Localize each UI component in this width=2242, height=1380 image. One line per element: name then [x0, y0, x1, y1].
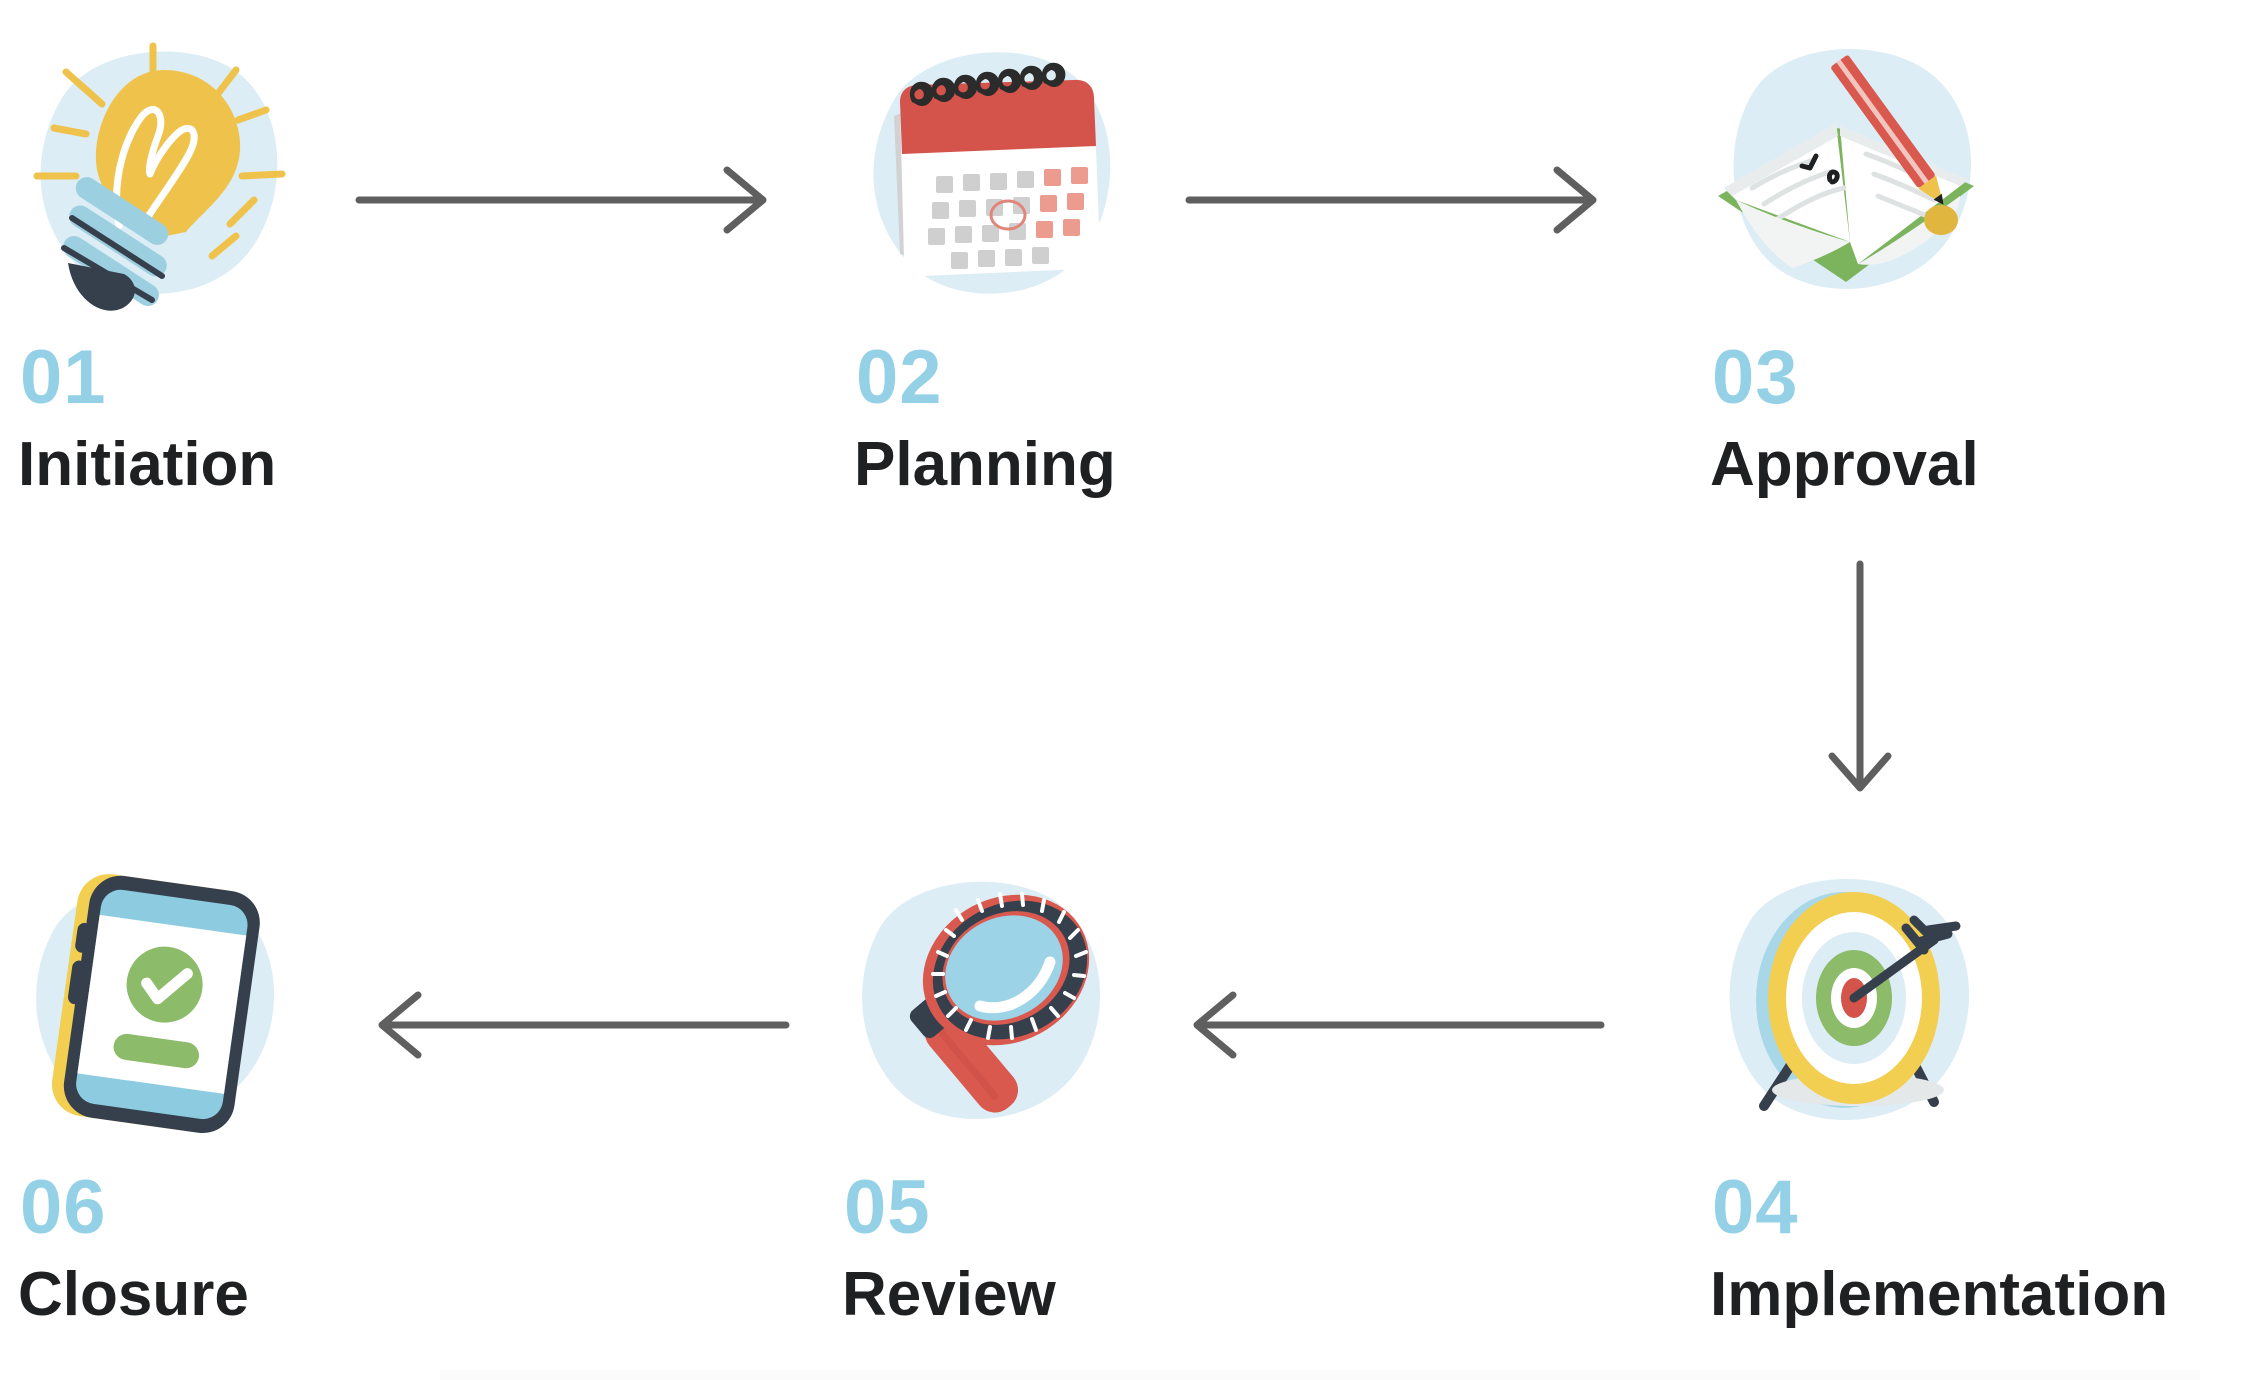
- process-step-06-closure[interactable]: 06 Closure: [14, 858, 434, 1326]
- target-with-arrow-icon: [1706, 858, 1996, 1148]
- step-number: 06: [20, 1165, 107, 1250]
- process-step-01-initiation[interactable]: 01 Initiation: [14, 28, 434, 496]
- step-label: Closure: [18, 1260, 249, 1329]
- step-number: 01: [20, 335, 107, 420]
- step-number: 02: [856, 335, 943, 420]
- arrow-review-to-closure: [360, 985, 790, 1065]
- open-book-with-pencil-icon: [1706, 28, 1996, 318]
- step-label: Initiation: [18, 430, 277, 499]
- lightbulb-icon: [14, 28, 304, 318]
- step-number: 04: [1712, 1165, 1799, 1250]
- arrow-initiation-to-planning: [355, 160, 775, 240]
- step-number: 05: [844, 1165, 931, 1250]
- step-label: Implementation: [1710, 1260, 2169, 1329]
- step-label: Review: [842, 1260, 1056, 1329]
- smartphone-check-icon: [14, 858, 304, 1148]
- arrow-implementation-to-review: [1175, 985, 1605, 1065]
- step-label: Approval: [1710, 430, 1979, 499]
- calendar-icon: [850, 28, 1140, 318]
- magnifying-glass-icon: [838, 858, 1128, 1148]
- process-step-03-approval[interactable]: 03 Approval: [1706, 28, 2126, 496]
- step-number: 03: [1712, 335, 1799, 420]
- process-step-05-review[interactable]: 05 Review: [838, 858, 1258, 1326]
- step-label: Planning: [854, 430, 1116, 499]
- process-step-04-implementation[interactable]: 04 Implementation: [1706, 858, 2169, 1329]
- arrow-approval-to-implementation: [1820, 560, 1900, 800]
- arrow-planning-to-approval: [1185, 160, 1605, 240]
- bottom-edge-strip: [440, 1370, 2200, 1380]
- process-step-02-planning[interactable]: 02 Planning: [850, 28, 1270, 496]
